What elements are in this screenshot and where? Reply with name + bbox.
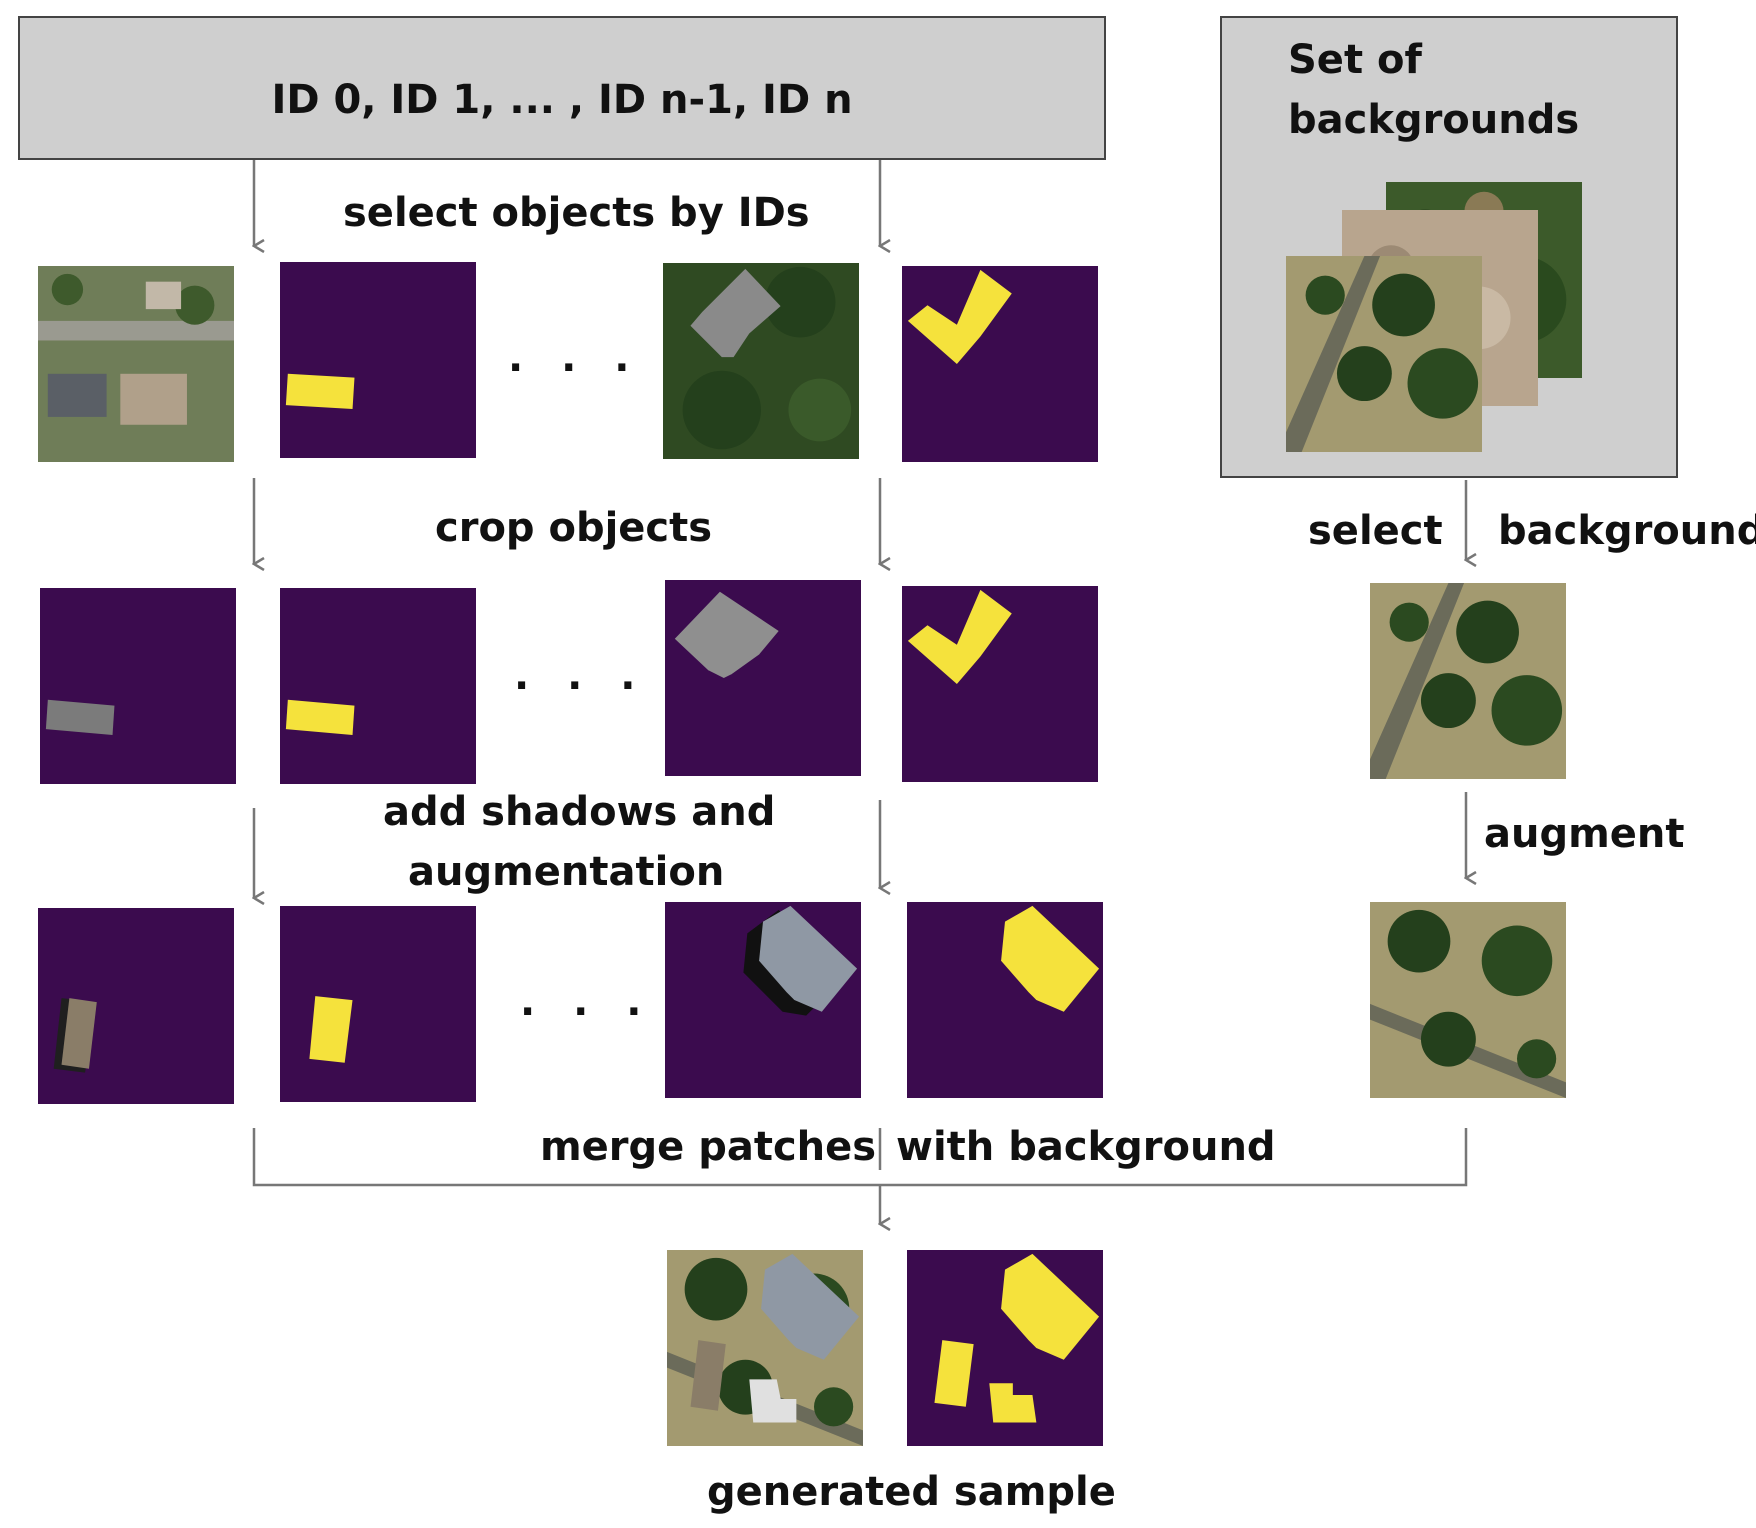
row1-mask-b [902, 266, 1098, 462]
row2-mask-a [280, 588, 476, 784]
id-list-box: ID 0, ID 1, ... , ID n-1, ID n [18, 16, 1106, 160]
row1-image-a [38, 266, 234, 462]
step-crop-objects: crop objects [435, 505, 713, 551]
step-select-background-left: select [1308, 508, 1443, 554]
step-shadows-line1: add shadows and [383, 789, 776, 835]
row3-ellipsis: . . . [520, 979, 654, 1025]
row3-crop-a [38, 908, 234, 1104]
row2-crop-a [40, 588, 236, 784]
generated-image [667, 1250, 863, 1446]
selected-background [1370, 583, 1566, 779]
row3-mask-b [907, 902, 1103, 1098]
row2-ellipsis: . . . [514, 653, 648, 699]
background-stack-front [1286, 256, 1482, 452]
step-select-objects: select objects by IDs [343, 190, 810, 236]
row2-mask-b [902, 586, 1098, 782]
generated-mask [907, 1250, 1103, 1446]
step-merge-left: merge patches [540, 1124, 877, 1170]
row3-crop-b [665, 902, 861, 1098]
row1-mask-a [280, 262, 476, 458]
row1-image-b [663, 263, 859, 459]
row1-ellipsis: . . . [508, 335, 642, 381]
row3-mask-a [280, 906, 476, 1102]
augmented-background [1370, 902, 1566, 1098]
row2-crop-b [665, 580, 861, 776]
id-list-text: ID 0, ID 1, ... , ID n-1, ID n [271, 77, 853, 123]
step-shadows-line2: augmentation [408, 849, 725, 895]
step-merge-right: with background [896, 1124, 1276, 1170]
step-select-background-right: background [1498, 508, 1756, 554]
backgrounds-title-line2: backgrounds [1288, 97, 1580, 143]
step-augment: augment [1484, 811, 1685, 857]
step-generated-sample: generated sample [707, 1469, 1116, 1515]
backgrounds-set-box: Set of backgrounds [1220, 16, 1678, 478]
backgrounds-title-line1: Set of [1288, 37, 1422, 83]
